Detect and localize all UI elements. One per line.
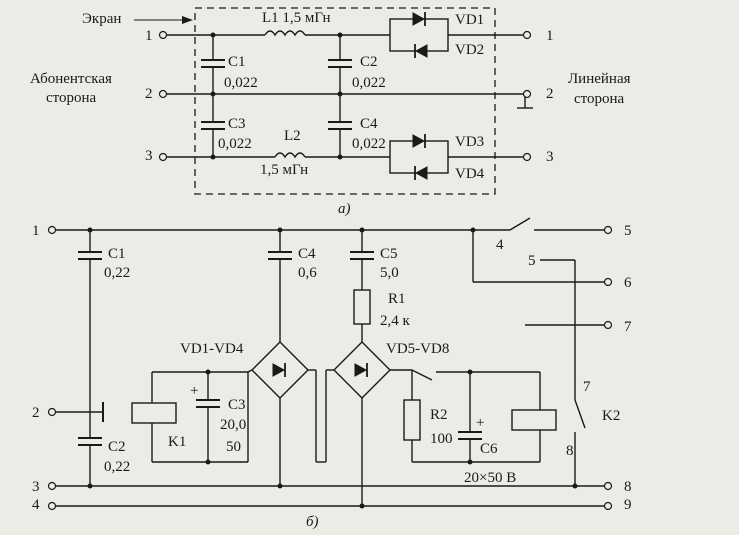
C3-b-value-1: 20,0 bbox=[220, 417, 246, 433]
C4-label: C4 bbox=[360, 116, 378, 132]
C4-b-label: C4 bbox=[298, 246, 316, 262]
C3-b-value-2: 50 bbox=[226, 439, 241, 455]
C6-plus: + bbox=[476, 415, 484, 431]
top-left-terminal-1-circle bbox=[158, 30, 168, 40]
C1-b-label: C1 bbox=[108, 246, 126, 262]
C3-b-plus: + bbox=[190, 383, 198, 399]
bottom-right-terminal-7: 7 bbox=[624, 319, 632, 335]
contact-label-8: 8 bbox=[566, 443, 574, 459]
R2-value: 100 bbox=[430, 431, 453, 447]
top-right-terminal-2-circle bbox=[522, 89, 532, 99]
resistor-R2 bbox=[403, 399, 421, 441]
line-side-label-2: сторона bbox=[574, 91, 625, 107]
C1-value: 0,022 bbox=[224, 75, 258, 91]
C5-value: 5,0 bbox=[380, 265, 399, 281]
inductor-L1 bbox=[264, 30, 306, 37]
bottom-right-terminal-9: 9 bbox=[624, 497, 632, 513]
bottom-right-terminal-5: 5 bbox=[624, 223, 632, 239]
bottom-left-terminal-4: 4 bbox=[32, 497, 40, 513]
L1-label: L1 1,5 мГн bbox=[262, 10, 331, 26]
C3-b-label: C3 bbox=[228, 397, 246, 413]
C2-label: C2 bbox=[360, 54, 378, 70]
C2-b-value: 0,22 bbox=[104, 459, 130, 475]
top-left-terminal-3-circle bbox=[158, 152, 168, 162]
top-left-terminal-2: 2 bbox=[145, 86, 153, 102]
bottom-left-terminal-1: 1 bbox=[32, 223, 40, 239]
top-right-terminal-1: 1 bbox=[546, 28, 554, 44]
switch-4-blade bbox=[509, 217, 531, 231]
caption-a: а) bbox=[338, 201, 351, 217]
bottom-left-terminal-3: 3 bbox=[32, 479, 40, 495]
C5-label: C5 bbox=[380, 246, 398, 262]
bridge1-label: VD1-VD4 bbox=[180, 341, 244, 357]
diode-VD1 bbox=[412, 11, 426, 27]
schematic-b: 1 2 3 4 4 5 5 6 7 8 9 7 8 K2 C1 0,22 C2 … bbox=[32, 217, 632, 530]
K1-contact-blade bbox=[411, 369, 433, 381]
screen-shield-box bbox=[194, 7, 496, 195]
bridge-VD1-VD4-diode bbox=[272, 362, 286, 378]
C4-value: 0,022 bbox=[352, 136, 386, 152]
caption-b: б) bbox=[306, 514, 319, 530]
K2-blade bbox=[574, 399, 586, 429]
line-side-label-1: Линейная bbox=[568, 71, 631, 87]
subscriber-side-label-1: Абонентская bbox=[30, 71, 112, 87]
relay-K1-coil bbox=[131, 402, 177, 424]
top-right-terminal-2: 2 bbox=[546, 86, 554, 102]
contact-label-4: 4 bbox=[496, 237, 504, 253]
diode-VD2 bbox=[414, 43, 428, 59]
VD4-label: VD4 bbox=[455, 166, 485, 182]
top-right-terminal-3: 3 bbox=[546, 149, 554, 165]
C2-b-label: C2 bbox=[108, 439, 126, 455]
C1-label: C1 bbox=[228, 54, 246, 70]
contact-label-5: 5 bbox=[528, 253, 536, 269]
bridge2-label: VD5-VD8 bbox=[386, 341, 449, 357]
L2-label: L2 bbox=[284, 128, 301, 144]
screen-arrow-head bbox=[182, 16, 193, 24]
K2-label: K2 bbox=[602, 408, 620, 424]
inductor-L2 bbox=[274, 152, 306, 159]
bottom-left-terminal-2: 2 bbox=[32, 405, 40, 421]
VD3-label: VD3 bbox=[455, 134, 484, 150]
schematic-a: Экран 1 2 3 Абонентская сторона Линейная… bbox=[30, 7, 631, 217]
top-right-terminal-3-circle bbox=[522, 152, 532, 162]
relay-K2-coil bbox=[511, 409, 557, 431]
L2-value: 1,5 мГн bbox=[260, 162, 308, 178]
C1-b-value: 0,22 bbox=[104, 265, 130, 281]
subscriber-side-label-2: сторона bbox=[46, 90, 97, 106]
bottom-right-terminal-6: 6 bbox=[624, 275, 632, 291]
top-left-terminal-1: 1 bbox=[145, 28, 153, 44]
C3-value: 0,022 bbox=[218, 136, 252, 152]
diode-VD3 bbox=[412, 133, 426, 149]
VD1-label: VD1 bbox=[455, 12, 484, 28]
VD3-VD4-loop bbox=[389, 140, 449, 174]
bridge-VD5-VD8-diode bbox=[354, 362, 368, 378]
screen-label: Экран bbox=[82, 11, 121, 27]
C2-value: 0,022 bbox=[352, 75, 386, 91]
diode-VD4 bbox=[414, 165, 428, 181]
C4-b-value: 0,6 bbox=[298, 265, 317, 281]
top-right-terminal-1-circle bbox=[522, 30, 532, 40]
C6-label: C6 bbox=[480, 441, 498, 457]
top-left-terminal-3: 3 bbox=[145, 148, 153, 164]
K1-label: K1 bbox=[168, 434, 186, 450]
R1-value: 2,4 к bbox=[380, 313, 411, 329]
VD2-label: VD2 bbox=[455, 42, 484, 58]
R2-label: R2 bbox=[430, 407, 448, 423]
contact-label-7: 7 bbox=[583, 379, 591, 395]
resistor-R1 bbox=[353, 289, 371, 325]
top-left-terminal-2-circle bbox=[158, 89, 168, 99]
C6-value: 20×50 В bbox=[464, 470, 516, 486]
R1-label: R1 bbox=[388, 291, 406, 307]
C3-label: C3 bbox=[228, 116, 246, 132]
bottom-right-terminal-8: 8 bbox=[624, 479, 632, 495]
VD1-VD2-loop bbox=[389, 18, 449, 52]
